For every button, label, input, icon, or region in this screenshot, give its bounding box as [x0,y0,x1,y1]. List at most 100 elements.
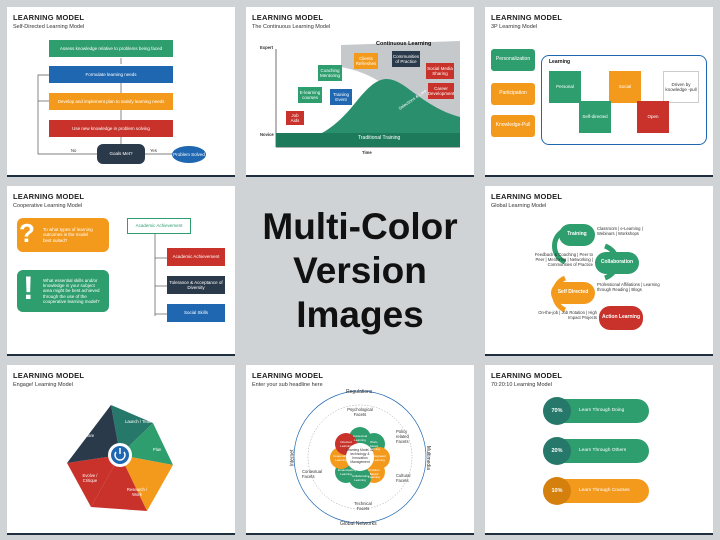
slide-self-directed[interactable]: LEARNING MODEL Self-Directed Learning Mo… [7,7,235,177]
slide-subtitle: Cooperative Learning Model [13,203,83,209]
pill-knowledge-pull: Knowledge-Pull [491,115,535,137]
base-label: Traditional Training [358,135,401,141]
mid-psychological: Psychological Facets [347,407,373,418]
tile-self-directed: Self-directed [579,101,611,133]
mid-cultural: Cultural Facets [396,473,411,484]
mid-contextual: Contextual Facets [302,469,323,480]
exclaim-bubble: What essential skills and/or knowledge i… [17,270,109,312]
row-20: 20% Learn Through Others [543,437,649,465]
note-training: Classroom | e-Learning | Webinars | Work… [597,226,643,237]
outer-left: Internet [289,449,296,467]
box-social-media: Social Media Sharing [426,63,454,79]
petal-6: Emancipatory Learning [338,468,357,476]
seg-evolve: Evolve / Critique [82,473,98,484]
box-career: Career Development [428,83,454,99]
band-label: Continuous Learning [376,41,432,47]
slide-cooperative[interactable]: LEARNING MODEL Cooperative Learning Mode… [7,186,235,356]
box-clients: Clients Refreshes [354,53,378,69]
pct-10: 10% [551,488,563,494]
slide-title: LEARNING MODEL [252,13,324,22]
slide-subtitle: Enter your sub headline here [252,382,323,388]
row-10-text: Learn Through Courses [579,488,630,493]
branch-1: Academic Achievement [167,248,225,266]
exclaim-text: What essential skills and/or knowledge i… [43,278,100,304]
outer-top: Regulations [346,389,373,395]
box-coaching: Coaching Mentoring [318,65,342,81]
headline-line-1: Multi-Color [262,206,458,247]
seg-launch: Launch / Team [125,419,153,424]
tile-social: Social [609,71,641,103]
stage-action: Action Learning [599,306,643,330]
slide-title: LEARNING MODEL [491,371,563,380]
note-action: On-the-job | Job Rotation | High Impact … [538,310,597,321]
tree-connectors [154,234,167,316]
pentagon-wheel [67,405,173,511]
mid-technical: Technical Facets [354,501,372,512]
decision-label: Goals Met? [109,151,133,157]
slide-innovation[interactable]: LEARNING MODEL Enter your sub headline h… [246,365,474,535]
slide-subtitle: The Continuous Learning Model [252,24,331,30]
petal-5: Collaborative Learning [352,474,370,482]
slide-subtitle: 3P Learning Model [491,24,538,30]
yes-label: Yes [150,148,157,153]
slide-subtitle: Engage! Learning Model [13,382,73,388]
stage-training: Training [559,224,595,246]
slide-title: LEARNING MODEL [13,371,85,380]
slide-3p[interactable]: LEARNING MODEL 3P Learning Model Persona… [485,7,713,177]
box-job-aids: Job Aids [286,111,304,125]
box-training-event: Training Event [330,89,352,105]
outer-bottom: Global Networks [340,521,377,527]
concentric-rings [293,390,427,524]
petal-8: Directed Learning [340,440,352,448]
step-1: Assess knowledge relative to problems be… [49,40,173,57]
slide-global[interactable]: LEARNING MODEL Global Learning Model Tra… [485,186,713,356]
question-text: To what types of learning outcomes is th… [43,227,93,243]
petal-7: Cooperative Learning [333,454,350,462]
row-20-text: Learn Through Others [579,448,627,453]
slide-subtitle: Global Learning Model [491,203,547,209]
pct-20: 20% [551,448,563,454]
seg-share: Share [83,433,95,438]
seg-plan: Plan [153,447,162,452]
slide-title: LEARNING MODEL [13,13,85,22]
petal-4: Problem Based Learning [368,468,380,480]
petal-1: Contextual Learning [352,434,368,442]
no-label: No [71,148,77,153]
seg-research: Research / Work [126,487,148,498]
learning-label: Learning [549,59,571,65]
note-collaboration: Feedback & Coaching | Peer to Peer | Men… [534,252,593,268]
stage-self-directed: Self Directed [551,282,595,304]
slide-title: LEARNING MODEL [491,13,563,22]
stage-collaboration: Collaboration [595,252,639,274]
headline-line-2: Version Images [293,250,427,335]
question-bubble: To what types of learning outcomes is th… [17,218,109,252]
petal-2: Work-based Learning [368,440,380,452]
pill-participation: Participation [491,83,535,105]
petal-3: Integrated Learning [372,454,386,462]
end-label: Problem Solved [173,151,205,157]
learning-frame [541,55,707,145]
slide-title: LEARNING MODEL [491,192,563,201]
slide-702010[interactable]: LEARNING MODEL 70:20:10 Learning Model 7… [485,365,713,535]
pill-personalization: Personalization [491,49,535,71]
step-4: Use new knowledge in problem solving [49,120,173,137]
headline: Multi-Color Version Images [244,186,476,356]
step-3: Develop and implement plan to satisfy le… [49,93,173,110]
branch-3: Social Skills [167,304,225,322]
row-20-badge: 20% [543,437,571,465]
end-oval: Problem Solved [172,146,206,163]
mid-policy: Policy related Facets [396,429,409,445]
slide-engage[interactable]: LEARNING MODEL Engage! Learning Model La… [7,365,235,535]
y-bottom-label: Novice [260,132,274,137]
decision-diamond: Goals Met? [97,144,145,164]
row-70-badge: 70% [543,397,571,425]
root-box: Academic Achievement [127,218,191,234]
center-text: Learning Model for technology & Innovati… [346,448,374,464]
slide-continuous[interactable]: LEARNING MODEL The Continuous Learning M… [246,7,474,177]
exclaim-icon: ! [23,270,34,306]
box-communities: Communities of Practice [392,51,420,67]
box-elearning: E-learning courses [298,87,322,103]
question-mark-icon: ? [19,218,35,248]
pct-70: 70% [551,408,563,414]
tile-driven: Driven by knowledge -pull [663,71,699,103]
